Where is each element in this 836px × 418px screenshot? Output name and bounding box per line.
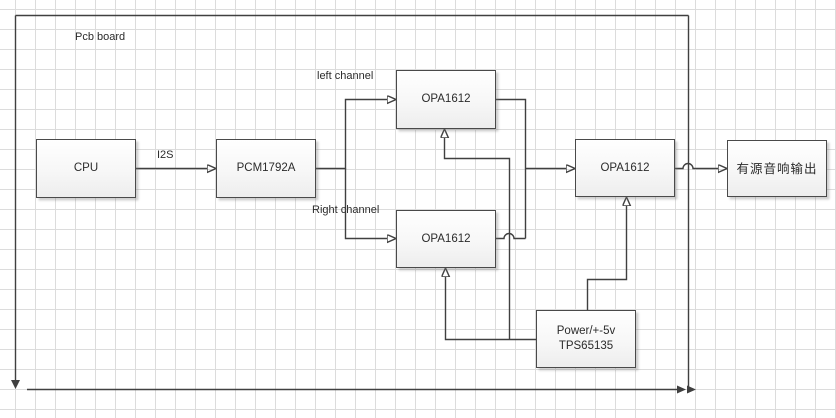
block-cpu[interactable]: CPU xyxy=(36,139,136,198)
block-opa1612-output[interactable]: OPA1612 xyxy=(575,139,675,197)
connector-opa-output-to-speaker xyxy=(675,162,718,169)
left-channel-connector-label: left channel xyxy=(317,70,374,82)
block-speaker-output[interactable]: 有源音响输出 xyxy=(727,140,827,197)
connector-opa-right-output xyxy=(496,232,526,240)
block-power[interactable]: Power/+-5v TPS65135 xyxy=(536,310,636,368)
connector-pcm-to-opa-left xyxy=(316,100,387,170)
block-cpu-label: CPU xyxy=(73,162,99,174)
block-pcm1792a-label: PCM1792A xyxy=(236,162,296,174)
block-opa1612-left-channel[interactable]: OPA1612 xyxy=(396,70,496,129)
block-power-label-line1: Power/+-5v xyxy=(556,325,616,337)
board-bottom-arrowhead-2 xyxy=(687,385,696,394)
block-speaker-output-label: 有源音响输出 xyxy=(736,161,818,176)
connector-pcm-to-opa-right xyxy=(344,168,388,239)
block-opa1612-left-label: OPA1612 xyxy=(421,93,471,105)
connector-power-to-opa-output xyxy=(586,206,627,310)
block-power-label-line2: TPS65135 xyxy=(558,340,614,352)
block-opa1612-output-label: OPA1612 xyxy=(600,161,650,174)
board-title-label: Pcb board xyxy=(75,31,126,43)
i2s-connector-label: I2S xyxy=(157,149,174,161)
connector-power-to-opa-left xyxy=(445,138,511,340)
connector-power-to-opa-right xyxy=(446,277,536,341)
block-opa1612-right-channel[interactable]: OPA1612 xyxy=(396,210,496,268)
board-border-left-arrowhead xyxy=(11,380,20,389)
board-bottom-arrowhead-1 xyxy=(677,385,686,394)
block-pcm1792a[interactable]: PCM1792A xyxy=(216,139,316,198)
connector-opa-left-output xyxy=(496,98,527,239)
right-channel-connector-label: Right channel xyxy=(312,204,380,216)
block-opa1612-right-label: OPA1612 xyxy=(421,232,471,245)
